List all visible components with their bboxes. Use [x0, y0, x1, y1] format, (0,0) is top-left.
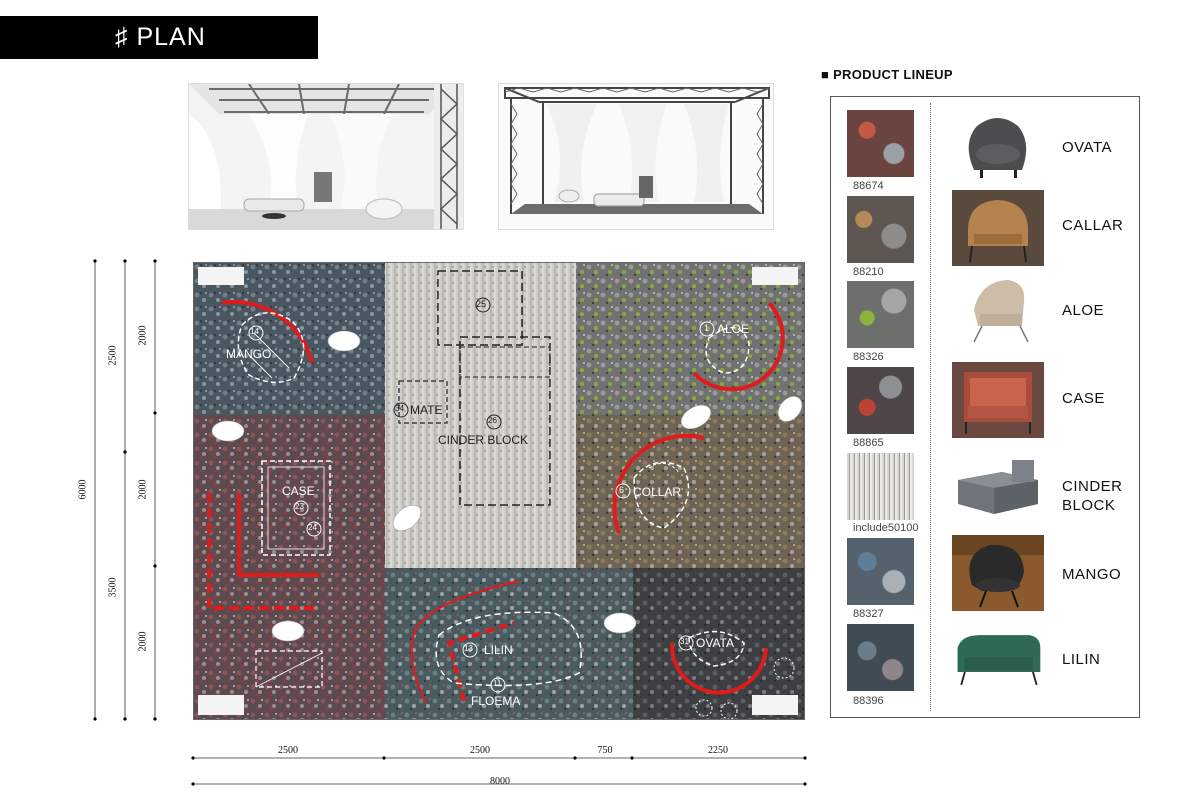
lineup-divider [930, 103, 931, 711]
swatch-88396 [847, 624, 914, 691]
swatch-88210 [847, 196, 914, 263]
left-dimension-lines [93, 259, 157, 721]
swatch-88865 [847, 367, 914, 434]
swatch-code-88210: 88210 [853, 266, 884, 278]
label-aloe: ALOE [717, 322, 750, 336]
dim-bottom-8000: 8000 [490, 776, 510, 787]
dim-left-2000a: 2000 [137, 325, 149, 346]
label-mate: MATE [410, 403, 443, 417]
product-lineup-panel [830, 96, 1140, 718]
product-image-cinder-block [958, 460, 1038, 514]
product-name-cinder: CINDER [1062, 478, 1123, 495]
swatch-code-88326: 88326 [853, 351, 884, 363]
swatch-code-88396: 88396 [853, 695, 884, 707]
label-mango-num: 14 [250, 327, 259, 336]
label-floema: FLOEMA [471, 694, 521, 708]
product-name-lilin: LILIN [1062, 651, 1101, 668]
label-25: 25 [476, 299, 487, 309]
dim-bottom-2500b: 2500 [470, 745, 490, 756]
swatch-code-88674: 88674 [853, 180, 884, 192]
swatch-88327 [847, 538, 914, 605]
product-lineup-title: ■ PRODUCT LINEUP [821, 67, 953, 82]
bottom-dimension-lines [191, 756, 807, 786]
label-aloe-num: 1 [704, 323, 710, 333]
label-ovata-num: 31 [680, 637, 689, 646]
page-title: ♯ PLAN [115, 23, 206, 51]
product-image-case [952, 362, 1044, 438]
booth-render-interior [188, 83, 464, 230]
label-floema-num: 11 [493, 679, 502, 688]
swatch-88326 [847, 281, 914, 348]
product-name-block: BLOCK [1062, 497, 1116, 514]
product-name-case: CASE [1062, 390, 1105, 407]
dim-left-2500: 2500 [107, 345, 119, 366]
label-mango: MANGO [226, 347, 272, 361]
swatch-code-88865: 88865 [853, 437, 884, 449]
dim-bottom-2500a: 2500 [278, 745, 298, 756]
dim-left-2000c: 2000 [137, 631, 149, 652]
label-collar-num: 6 [619, 485, 625, 495]
product-image-ovata [968, 118, 1027, 178]
label-lilin: LILIN [484, 643, 513, 657]
booth-render-exterior [498, 83, 774, 230]
label-case-24: 24 [308, 523, 317, 532]
dim-left-3500: 3500 [107, 577, 119, 598]
product-name-callar: CALLAR [1062, 217, 1124, 234]
product-image-lilin [957, 635, 1041, 686]
dim-left-6000: 6000 [77, 479, 89, 500]
label-collar: COLLAR [633, 485, 682, 499]
label-case: CASE [282, 484, 315, 498]
label-cinder-num: 26 [488, 416, 497, 425]
product-image-callar [952, 190, 1044, 266]
swatch-code-include50100: include50100 [853, 522, 919, 534]
dim-left-2000b: 2000 [137, 479, 149, 500]
swatch-88674 [847, 110, 914, 177]
product-name-mango: MANGO [1062, 566, 1122, 583]
product-name-ovata: OVATA [1062, 139, 1113, 156]
label-ovata: OVATA [696, 636, 735, 650]
label-mate-num: 34 [395, 404, 404, 413]
label-cinder: CINDER BLOCK [438, 433, 529, 447]
dim-bottom-750: 750 [597, 745, 613, 756]
product-image-mango [952, 535, 1044, 611]
swatch-include50100 [847, 453, 914, 520]
label-lilin-num: 13 [464, 644, 473, 653]
product-image-aloe [973, 280, 1029, 343]
label-case-23: 23 [295, 502, 304, 511]
swatch-code-88327: 88327 [853, 608, 884, 620]
floor-plan: 14 MANGO 25 1 ALOE 34 MATE 26 CINDER BLO… [193, 262, 805, 720]
dim-bottom-2250: 2250 [708, 745, 728, 756]
title-bar: ♯ PLAN [0, 16, 318, 59]
product-name-aloe: ALOE [1062, 302, 1105, 319]
